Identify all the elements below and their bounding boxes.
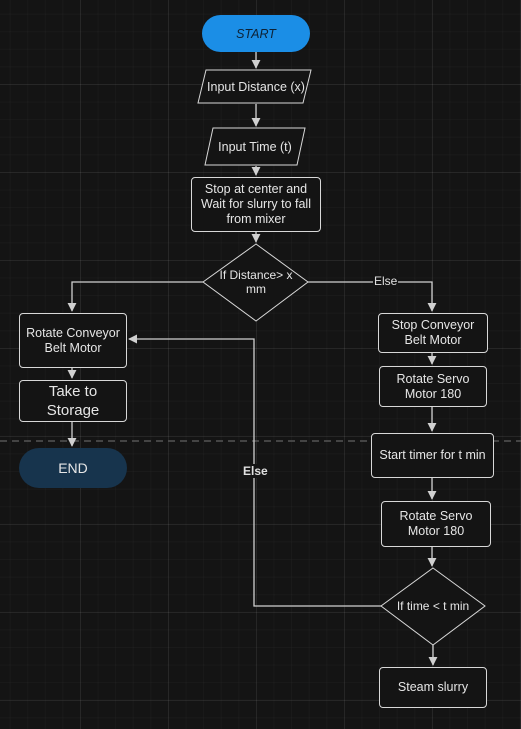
input-distance-label: Input Distance (x) <box>207 79 305 94</box>
stop-conveyor-label: Stop Conveyor Belt Motor <box>391 318 475 347</box>
stop-center-node[interactable]: Stop at center and Wait for slurry to fa… <box>191 177 321 232</box>
end-node[interactable]: END <box>19 448 127 488</box>
else-label-right: Else <box>373 274 399 288</box>
rotate-conveyor-label: Rotate Conveyor Belt Motor <box>26 325 120 355</box>
end-label: END <box>58 460 88 476</box>
start-label: START <box>236 26 276 41</box>
decision-time-label: If time < t min <box>396 599 470 613</box>
else-label-loop: Else <box>242 464 269 478</box>
rotate-servo-2-node[interactable]: Rotate Servo Motor 180 <box>381 501 491 547</box>
stop-center-label: Stop at center and Wait for slurry to fa… <box>201 182 311 226</box>
start-node[interactable]: START <box>202 15 310 52</box>
take-storage-node[interactable]: Take to Storage <box>19 380 127 422</box>
decision-distance-label: If Distance> x mm <box>219 268 293 296</box>
input-distance-node: Input Distance (x) <box>200 70 312 103</box>
input-time-label: Input Time (t) <box>218 139 292 154</box>
input-time-shape[interactable] <box>204 127 306 166</box>
rotate-conveyor-node[interactable]: Rotate Conveyor Belt Motor <box>19 313 127 368</box>
start-timer-node[interactable]: Start timer for t min <box>371 433 494 478</box>
rotate-servo-1-label: Rotate Servo Motor 180 <box>396 371 470 401</box>
take-storage-label: Take to Storage <box>46 383 100 419</box>
decision-time-node: If time < t min <box>390 592 476 620</box>
edge-decision-else-to-stop-conveyor <box>308 281 437 312</box>
decision-distance-node: If Distance> x mm <box>218 259 294 305</box>
start-timer-label: Start timer for t min <box>379 448 486 462</box>
rotate-servo-1-node[interactable]: Rotate Servo Motor 180 <box>379 366 487 407</box>
input-distance-shape[interactable] <box>197 69 312 104</box>
stop-conveyor-node[interactable]: Stop Conveyor Belt Motor <box>378 313 488 353</box>
edge-decision-to-rotate-conveyor <box>67 281 203 312</box>
decision-distance-shape[interactable] <box>202 243 309 322</box>
steam-slurry-label: Steam slurry <box>397 680 469 694</box>
steam-slurry-node[interactable]: Steam slurry <box>379 667 487 708</box>
rotate-servo-2-label: Rotate Servo Motor 180 <box>399 509 473 538</box>
input-time-node: Input Time (t) <box>206 128 304 165</box>
